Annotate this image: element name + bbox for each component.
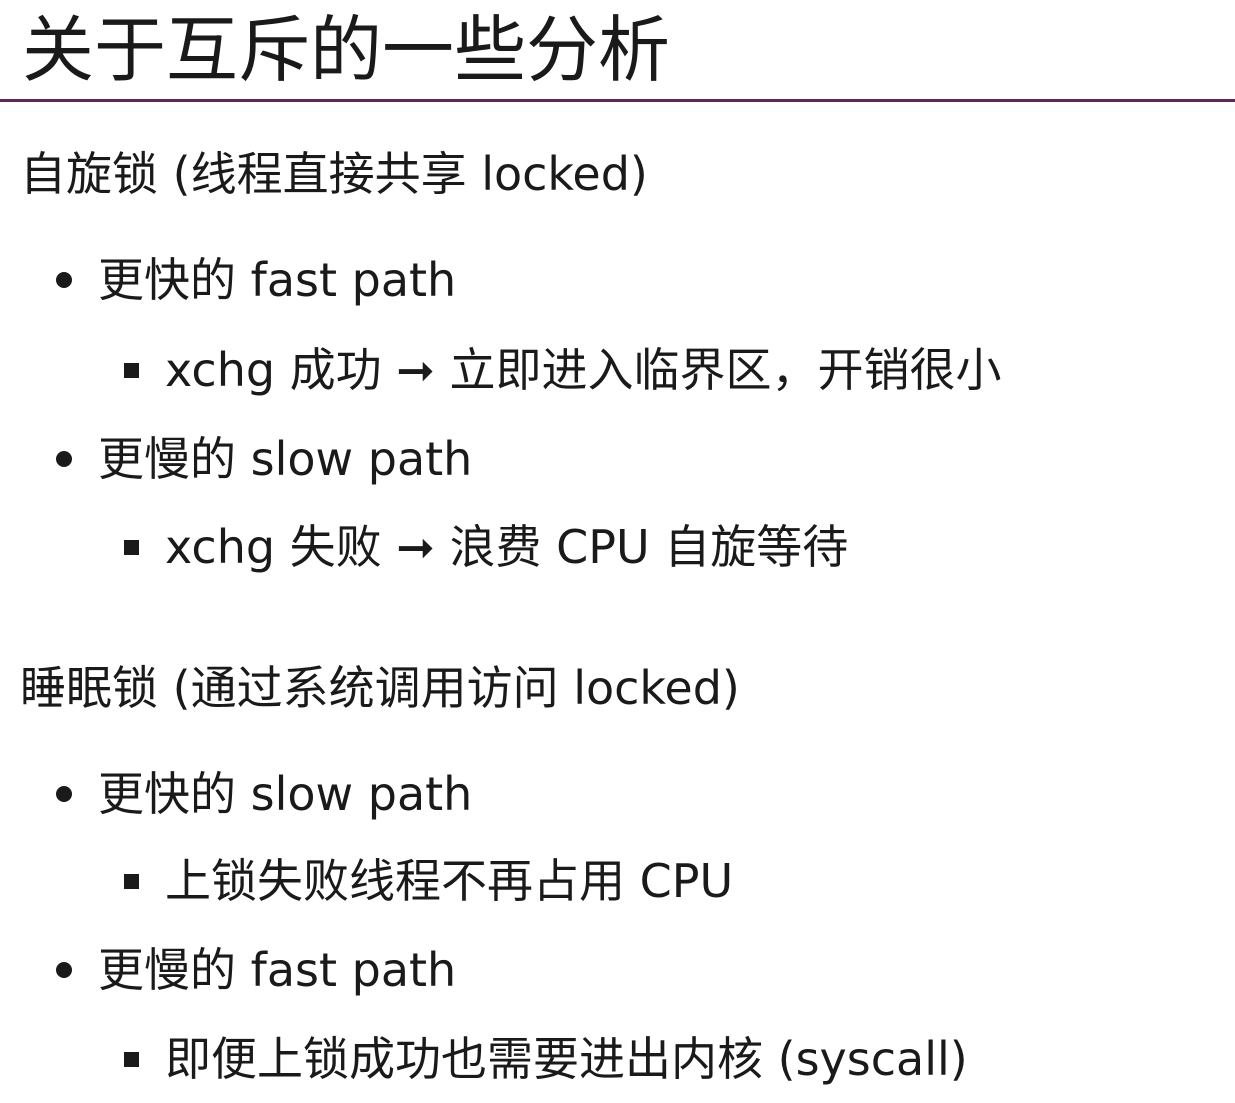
bullet-dot-icon — [56, 962, 72, 978]
sub-bullet-text: 即便上锁成功也需要进出内核 (syscall) — [165, 1032, 968, 1086]
section-heading-sleeplock: 睡眠锁 (通过系统调用访问 locked) — [20, 661, 740, 715]
bullet-dot-icon — [56, 272, 72, 288]
sub-bullet-text: xchg 失败 ➞ 浪费 CPU 自旋等待 — [165, 520, 849, 574]
bullet-square-icon — [124, 362, 139, 378]
bullet-item: 更慢的 fast path — [56, 940, 456, 1000]
title-divider — [0, 99, 1235, 102]
sub-bullet-item: xchg 成功 ➞ 立即进入临界区，开销很小 — [124, 340, 1001, 400]
bullet-text: 更快的 fast path — [98, 253, 457, 307]
bullet-text: 更慢的 fast path — [98, 943, 457, 997]
sub-bullet-item: 即便上锁成功也需要进出内核 (syscall) — [124, 1029, 968, 1089]
bullet-text: 更慢的 slow path — [98, 432, 473, 486]
bullet-item: 更慢的 slow path — [56, 429, 472, 489]
sub-bullet-text: xchg 成功 ➞ 立即进入临界区，开销很小 — [165, 343, 1002, 397]
bullet-square-icon — [124, 539, 139, 555]
bullet-dot-icon — [56, 786, 72, 802]
bullet-square-icon — [124, 1051, 139, 1067]
bullet-text: 更快的 slow path — [98, 767, 473, 821]
sub-bullet-item: xchg 失败 ➞ 浪费 CPU 自旋等待 — [124, 517, 848, 577]
sub-bullet-item: 上锁失败线程不再占用 CPU — [124, 851, 733, 911]
bullet-item: 更快的 slow path — [56, 764, 472, 824]
slide-title: 关于互斥的一些分析 — [22, 8, 671, 92]
section-heading-spinlock: 自旋锁 (线程直接共享 locked) — [20, 147, 648, 201]
bullet-square-icon — [124, 873, 139, 889]
bullet-dot-icon — [56, 451, 72, 467]
bullet-item: 更快的 fast path — [56, 250, 456, 310]
sub-bullet-text: 上锁失败线程不再占用 CPU — [165, 854, 734, 908]
